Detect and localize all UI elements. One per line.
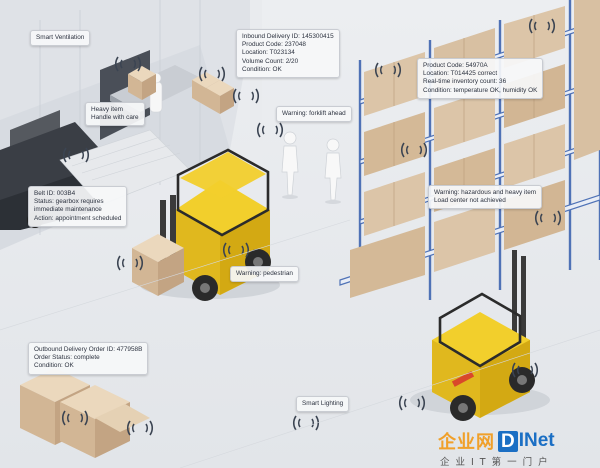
callout-inbound-delivery: Inbound Delivery ID: 145300415 Product C…: [236, 29, 340, 79]
callout-belt: Belt ID: 003B4 Status: gearbox requires …: [28, 186, 128, 227]
logo-name-cn: 企业网: [438, 432, 495, 453]
callout-warning-pedestrian: Warning: pedestrian: [230, 266, 299, 283]
logo-name-d: D: [498, 430, 518, 452]
callout-smart-ventilation: Smart Ventilation: [30, 30, 91, 47]
callout-product-code: Product Code: 54970A Location: T014425 c…: [417, 58, 544, 99]
callout-warning-forklift: Warning: forklift ahead: [276, 106, 352, 123]
callout-outbound-delivery: Outbound Delivery Order ID: 477958B Orde…: [28, 342, 149, 375]
callout-warning-hazardous: Warning: hazardous and heavy item Load c…: [428, 185, 543, 210]
logo-name-net: INet: [518, 430, 555, 451]
callout-smart-lighting: Smart Lighting: [296, 396, 350, 413]
logo-watermark: 企业网 D INet 企业IT第一门户: [438, 430, 600, 468]
logo-subtitle: 企业IT第一门户: [440, 457, 554, 468]
callout-heavy-item: Heavy item Handle with care: [85, 102, 145, 127]
